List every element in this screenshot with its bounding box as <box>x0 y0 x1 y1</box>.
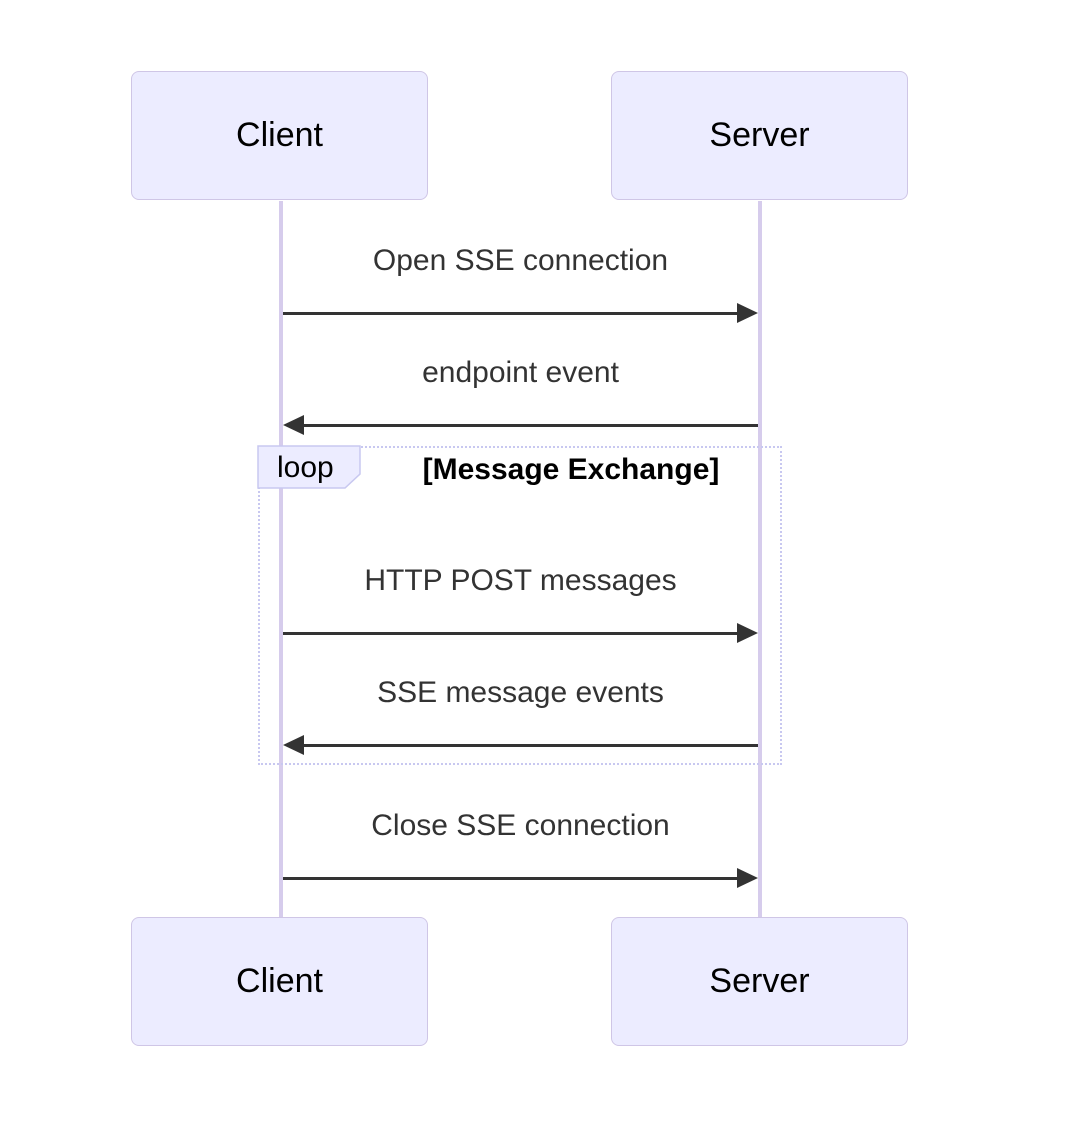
actor-client-top-label: Client <box>236 116 323 154</box>
message-close-sse-arrow <box>283 868 758 888</box>
arrowhead-left-icon <box>283 735 304 755</box>
loop-tag-shape <box>257 445 361 489</box>
arrow-shaft <box>283 876 743 880</box>
arrowhead-right-icon <box>737 303 758 323</box>
message-open-sse-arrow <box>283 303 758 323</box>
arrowhead-left-icon <box>283 415 304 435</box>
actor-server-bottom: Server <box>611 917 908 1046</box>
message-endpoint-event-arrow <box>283 415 758 435</box>
actor-client-bottom: Client <box>131 917 428 1046</box>
arrow-shaft <box>298 743 758 747</box>
server-lifeline <box>758 201 762 918</box>
arrow-shaft <box>283 631 743 635</box>
actor-client-top: Client <box>131 71 428 200</box>
arrowhead-right-icon <box>737 868 758 888</box>
actor-server-bottom-label: Server <box>709 962 810 1000</box>
loop-title: [Message Exchange] <box>422 453 720 486</box>
loop-frame <box>258 446 782 765</box>
arrow-shaft <box>283 311 743 315</box>
message-close-sse-label: Close SSE connection <box>371 809 670 842</box>
client-lifeline <box>279 201 283 918</box>
actor-client-bottom-label: Client <box>236 962 323 1000</box>
message-open-sse-label: Open SSE connection <box>372 244 669 277</box>
message-endpoint-event-label: endpoint event <box>422 356 619 389</box>
arrowhead-right-icon <box>737 623 758 643</box>
message-http-post-arrow <box>283 623 758 643</box>
message-sse-events-label: SSE message events <box>377 676 664 709</box>
actor-server-top-label: Server <box>709 116 810 154</box>
message-sse-events-arrow <box>283 735 758 755</box>
message-http-post-label: HTTP POST messages <box>364 564 677 597</box>
actor-server-top: Server <box>611 71 908 200</box>
arrow-shaft <box>298 423 758 427</box>
loop-tag-label: loop <box>277 451 334 484</box>
